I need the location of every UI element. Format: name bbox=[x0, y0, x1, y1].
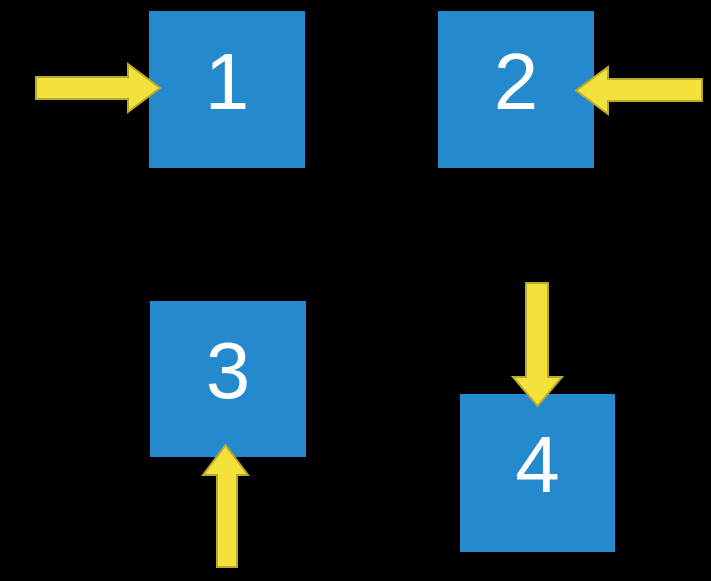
square-1[interactable]: 1 bbox=[149, 11, 305, 168]
arrow-down-icon bbox=[510, 282, 565, 408]
square-4[interactable]: 4 bbox=[460, 394, 615, 552]
square-4-label: 4 bbox=[515, 420, 560, 509]
arrow-right-icon bbox=[35, 62, 162, 114]
arrow-up-icon bbox=[201, 443, 250, 568]
square-3[interactable]: 3 bbox=[150, 301, 306, 457]
square-3-label: 3 bbox=[205, 326, 251, 415]
square-1-label: 1 bbox=[204, 36, 250, 126]
square-2[interactable]: 2 bbox=[438, 11, 594, 168]
square-2-label: 2 bbox=[493, 36, 539, 126]
arrow-left-icon bbox=[574, 65, 703, 116]
